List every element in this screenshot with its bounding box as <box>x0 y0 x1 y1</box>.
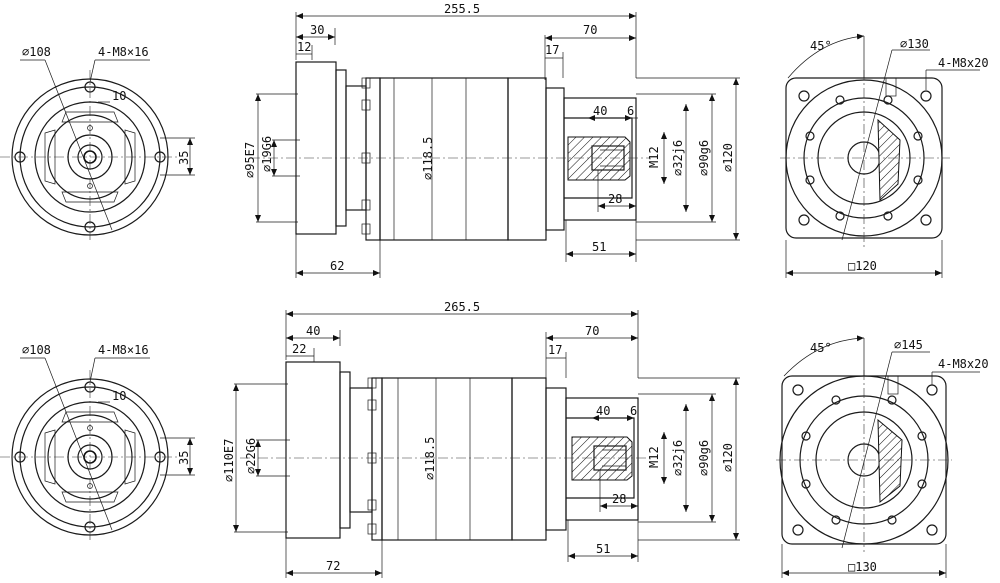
top-side-shaft-label: ⌀32j6 <box>671 140 685 176</box>
bottom-rear-angle-label: 45° <box>810 341 832 355</box>
bottom-side-d28-label: 28 <box>612 492 626 506</box>
top-side-thread-label: M12 <box>647 146 661 168</box>
top-side-d51-label: 51 <box>592 240 606 254</box>
bottom-side-keylen-label: 40 <box>596 404 610 418</box>
top-front-d35-label: 35 <box>177 151 191 165</box>
top-side-spigot-label: ⌀90g6 <box>697 140 711 176</box>
bottom-front-d10-label: 10 <box>112 389 126 403</box>
bottom-rear-pcd-label: ⌀145 <box>894 338 923 352</box>
bottom-front-d35-label: 35 <box>177 451 191 465</box>
bottom-front-pcd-label: ⌀108 <box>22 343 51 357</box>
bottom-side-d17-label: 17 <box>548 343 562 357</box>
top-side-keylen-label: 40 <box>593 104 607 118</box>
top-front-d10-label: 10 <box>112 89 126 103</box>
top-side-pilot-label: ⌀95E7 <box>243 142 257 178</box>
top-side-d17-label: 17 <box>545 43 559 57</box>
top-rear-holes-label: 4-M8x20 <box>938 56 989 70</box>
top-side-bore-label: ⌀19G6 <box>260 136 274 172</box>
bottom-side-shaft-label: ⌀32j6 <box>671 440 685 476</box>
bottom-rear-view <box>776 335 980 578</box>
bottom-side-plate-label: 22 <box>292 342 306 356</box>
top-side-d28-label: 28 <box>608 192 622 206</box>
top-side-view <box>250 12 740 278</box>
top-front-holes-label: 4-M8×16 <box>98 45 149 59</box>
top-side-d62-label: 62 <box>330 259 344 273</box>
bottom-side-length-label: 265.5 <box>444 300 480 314</box>
bottom-side-spigot-label: ⌀90g6 <box>697 440 711 476</box>
top-rear-view <box>780 33 980 278</box>
bottom-side-pilot-label: ⌀110E7 <box>222 439 236 482</box>
bottom-front-view <box>0 357 195 540</box>
bottom-side-view <box>233 310 740 578</box>
bottom-side-d72-label: 72 <box>326 559 340 573</box>
top-side-plate-label: 12 <box>297 40 311 54</box>
top-rear-pcd-label: ⌀130 <box>900 37 929 51</box>
top-rear-angle-label: 45° <box>810 39 832 53</box>
bottom-side-thread-label: M12 <box>647 446 661 468</box>
bottom-side-d51-label: 51 <box>596 542 610 556</box>
bottom-side-bore-label: ⌀22G6 <box>244 438 258 474</box>
bottom-side-keyw-label: 6 <box>630 404 637 418</box>
top-side-body-label: ⌀118.5 <box>421 137 435 180</box>
top-side-length-label: 255.5 <box>444 2 480 16</box>
top-side-outer-label: ⌀120 <box>721 143 735 172</box>
top-front-view <box>0 59 195 240</box>
top-rear-square-label: □120 <box>848 259 877 273</box>
bottom-side-outlen-label: 70 <box>585 324 599 338</box>
bottom-front-holes-label: 4-M8×16 <box>98 343 149 357</box>
top-front-pcd-label: ⌀108 <box>22 45 51 59</box>
top-side-flange-label: 30 <box>310 23 324 37</box>
bottom-rear-holes-label: 4-M8x20 <box>938 357 989 371</box>
bottom-rear-square-label: □130 <box>848 560 877 574</box>
bottom-side-outer-label: ⌀120 <box>721 443 735 472</box>
top-side-keyw-label: 6 <box>627 104 634 118</box>
top-side-outlen-label: 70 <box>583 23 597 37</box>
bottom-side-body-label: ⌀118.5 <box>423 437 437 480</box>
bottom-side-flange-label: 40 <box>306 324 320 338</box>
